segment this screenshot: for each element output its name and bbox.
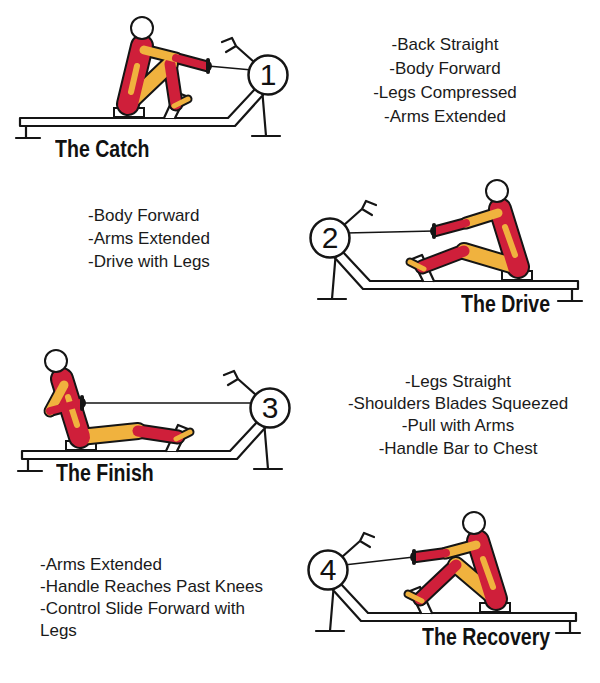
step-note: -Drive with Legs	[88, 251, 210, 273]
catch-scene	[16, 17, 280, 138]
callout-number: 4	[320, 555, 337, 585]
flywheel-circle: 1	[247, 54, 289, 96]
step-note: -Arms Extended	[384, 106, 506, 128]
step-note: -Body Forward	[389, 58, 500, 80]
step-note: -Arms Extended	[40, 554, 162, 576]
step-note: -Body Forward	[88, 205, 199, 227]
rower-figure	[45, 350, 254, 450]
finish-scene	[18, 350, 282, 471]
drive-scene	[318, 180, 582, 301]
flywheel-circle: 3	[249, 387, 291, 429]
step-note: -Handle Reaches Past Knees	[40, 576, 263, 598]
recovery-scene	[316, 512, 580, 633]
rower-figure	[346, 180, 532, 280]
callout-number: 1	[260, 60, 277, 90]
callout-number: 3	[262, 393, 279, 423]
phase-label: The Finish	[56, 460, 154, 486]
phase-label: The Drive	[461, 291, 550, 317]
rower-figure	[344, 512, 510, 612]
circle-outline	[311, 219, 350, 258]
step-note: -Legs Compressed	[373, 82, 517, 104]
circle-outline	[309, 551, 348, 590]
step-note: -Back Straight	[392, 34, 499, 56]
flywheel-circle: 4	[307, 549, 349, 591]
step-note: -Legs Straight	[405, 371, 511, 393]
step-note: -Handle Bar to Chest	[379, 438, 538, 460]
circle-outline	[249, 56, 288, 95]
step-note: -Arms Extended	[88, 228, 210, 250]
step-note: -Pull with Arms	[402, 415, 514, 437]
phase-label: The Recovery	[422, 624, 550, 650]
callout-number: 2	[322, 223, 339, 253]
rower-figure	[114, 17, 252, 117]
phase-label: The Catch	[55, 136, 150, 162]
flywheel-circle: 2	[309, 217, 351, 259]
circle-outline	[251, 389, 290, 428]
step-note: -Control Slide Forward with Legs	[40, 598, 265, 642]
step-note: -Shoulders Blades Squeezed	[348, 393, 568, 415]
